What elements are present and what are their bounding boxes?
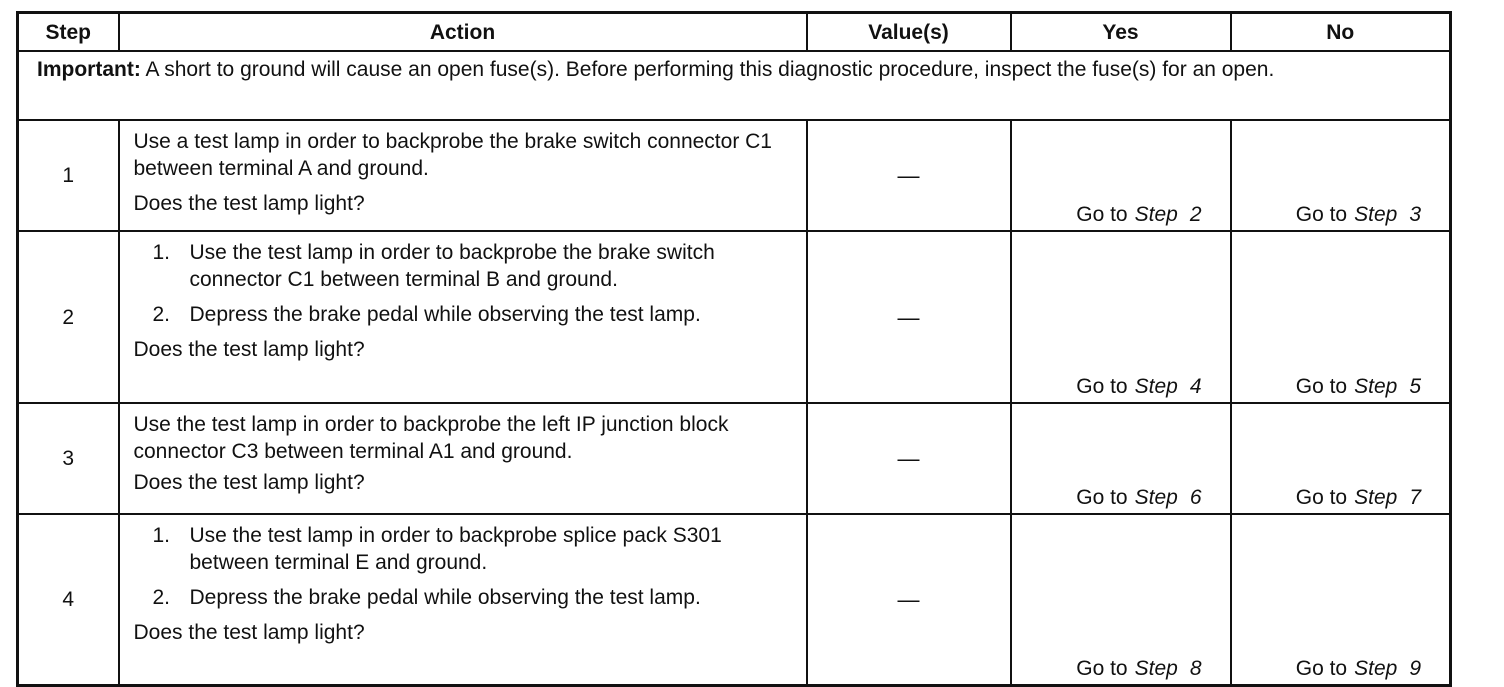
yes-go-to-link: Go to Step 4 [1012,373,1230,400]
action-cell: Use the test lamp in order to backprobe … [117,402,808,515]
yes-go-to-link: Go to Step 2 [1012,201,1230,228]
action-list-item: 1. Use the test lamp in order to backpro… [134,239,798,293]
list-item-number: 1. [152,241,171,264]
action-text: Use a test lamp in order to backprobe th… [133,130,773,180]
yes-step-number: 8 [1189,657,1202,680]
yes-cell: Go to Step 4 [1009,230,1232,404]
action-list-item: 2. Depress the brake pedal while observi… [134,584,798,611]
header-yes: Yes [1009,11,1232,52]
list-item-number: 2. [152,303,171,326]
header-step: Step [16,11,120,52]
step-number: 3 [16,402,120,515]
go-to-label: Go to [1076,203,1128,226]
action-question: Does the test lamp light? [133,471,365,494]
header-no: No [1229,11,1452,52]
no-step-number: 7 [1409,486,1421,509]
list-item-text: Depress the brake pedal while observing … [189,586,701,609]
table-row: 3 Use the test lamp in order to backprob… [16,402,1452,515]
no-cell: Go to Step 9 [1229,513,1452,687]
step-word: Step [1354,203,1398,226]
go-to-label: Go to [1076,486,1128,509]
step-number: 4 [16,513,120,687]
no-go-to-link: Go to Step 7 [1232,484,1450,511]
table-row: 4 1. Use the test lamp in order to backp… [16,513,1452,687]
yes-step-number: 2 [1189,203,1202,226]
step-number: 1 [16,119,120,232]
action-question: Does the test lamp light? [133,338,365,361]
go-to-label: Go to [1295,486,1348,509]
list-item-number: 2. [152,586,171,609]
go-to-label: Go to [1295,375,1348,398]
action-cell: 1. Use the test lamp in order to backpro… [117,230,808,404]
no-cell: Go to Step 3 [1229,119,1452,232]
table-row: 1 Use a test lamp in order to backprobe … [16,119,1452,232]
yes-cell: Go to Step 2 [1009,119,1232,232]
no-go-to-link: Go to Step 9 [1232,655,1450,682]
list-item-text: Use the test lamp in order to backprobe … [189,524,722,574]
header-row: Step Action Value(s) Yes No [16,11,1452,52]
no-step-number: 9 [1409,657,1421,680]
step-word: Step [1134,375,1178,398]
table-row: 2 1. Use the test lamp in order to backp… [16,230,1452,404]
action-text: Use the test lamp in order to backprobe … [133,413,729,463]
important-note: Important: A short to ground will cause … [16,50,1452,121]
action-list-item: 2. Depress the brake pedal while observi… [134,301,798,328]
action-list-item: 1. Use the test lamp in order to backpro… [134,522,798,576]
important-label: Important: [37,58,141,81]
no-go-to-link: Go to Step 3 [1232,201,1450,228]
action-cell: 1. Use the test lamp in order to backpro… [117,513,808,687]
list-item-text: Use the test lamp in order to backprobe … [189,241,715,291]
important-row: Important: A short to ground will cause … [16,50,1452,121]
yes-step-number: 4 [1189,375,1202,398]
value-cell: — [805,230,1012,404]
step-number: 2 [16,230,120,404]
list-item-number: 1. [152,524,171,547]
diagnostic-table: Step Action Value(s) Yes No Important: A… [16,11,1452,687]
yes-step-number: 6 [1189,486,1202,509]
step-word: Step [1354,486,1398,509]
go-to-label: Go to [1295,203,1348,226]
yes-cell: Go to Step 6 [1009,402,1232,515]
go-to-label: Go to [1076,657,1128,680]
no-cell: Go to Step 7 [1229,402,1452,515]
header-values: Value(s) [805,11,1012,52]
yes-cell: Go to Step 8 [1009,513,1232,687]
step-word: Step [1354,375,1398,398]
value-cell: — [805,119,1012,232]
action-question: Does the test lamp light? [133,192,365,215]
action-cell: Use a test lamp in order to backprobe th… [117,119,808,232]
header-action: Action [117,11,808,52]
action-question: Does the test lamp light? [133,621,365,644]
no-go-to-link: Go to Step 5 [1232,373,1450,400]
no-step-number: 3 [1409,203,1421,226]
step-word: Step [1134,657,1178,680]
value-cell: — [805,402,1012,515]
value-cell: — [805,513,1012,687]
no-step-number: 5 [1409,375,1421,398]
yes-go-to-link: Go to Step 8 [1012,655,1230,682]
list-item-text: Depress the brake pedal while observing … [189,303,701,326]
step-word: Step [1134,486,1178,509]
yes-go-to-link: Go to Step 6 [1012,484,1230,511]
step-word: Step [1354,657,1398,680]
no-cell: Go to Step 5 [1229,230,1452,404]
go-to-label: Go to [1295,657,1348,680]
go-to-label: Go to [1076,375,1128,398]
step-word: Step [1134,203,1178,226]
important-text: A short to ground will cause an open fus… [145,58,1275,81]
